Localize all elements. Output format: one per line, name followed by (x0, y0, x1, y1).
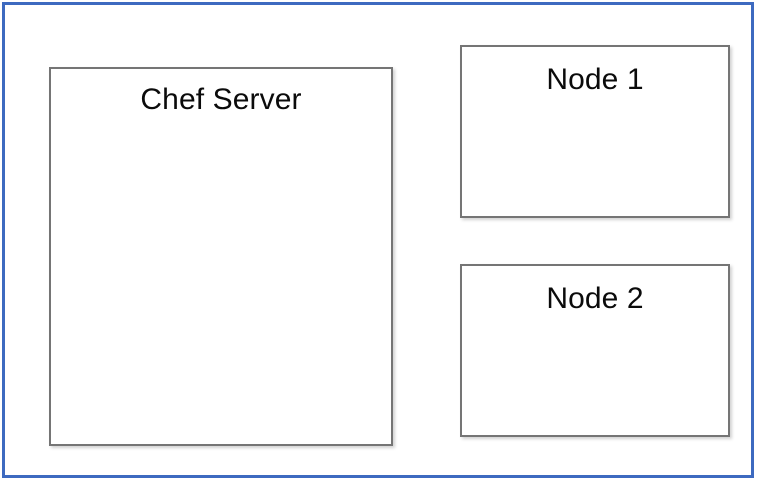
node-1-label: Node 1 (546, 63, 644, 96)
outer-frame: Chef Server Node 1 Node 2 (2, 2, 754, 478)
chef-server-label: Chef Server (140, 83, 302, 116)
node-2-box[interactable]: Node 2 (460, 264, 730, 437)
chef-server-box[interactable]: Chef Server (49, 67, 393, 446)
node-1-box[interactable]: Node 1 (460, 45, 730, 218)
node-2-label: Node 2 (546, 282, 644, 315)
